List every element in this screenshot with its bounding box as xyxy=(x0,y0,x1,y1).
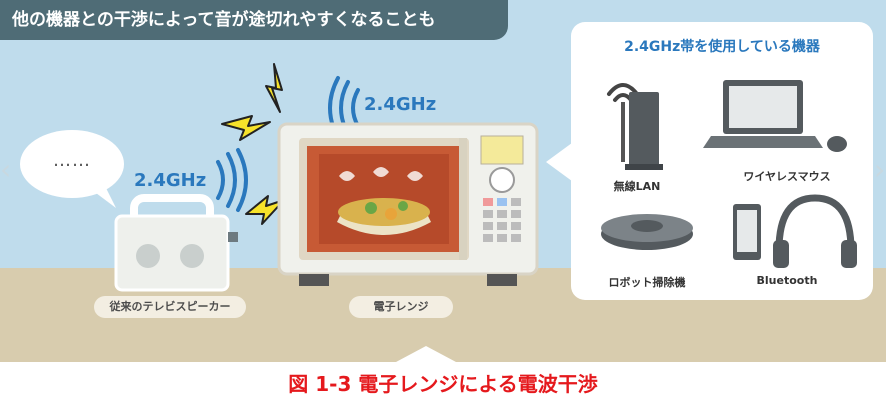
device-label-robot-vacuum: ロボット掃除機 xyxy=(608,276,686,289)
speaker-wave-icon xyxy=(216,148,248,212)
tv-speaker-illustration xyxy=(114,194,238,292)
device-label-bluetooth: Bluetooth xyxy=(756,274,818,287)
microwave-illustration xyxy=(277,122,539,286)
wifi-router-icon xyxy=(607,83,663,170)
illustration-scene: 他の機器との干渉によって音が途切れやすくなることも ‹ …… 2.4GHz 従来… xyxy=(0,0,886,362)
figure-caption: 図 1-3 電子レンジによる電波干渉 xyxy=(288,372,598,396)
device-label-wireless-mouse: ワイヤレスマウス xyxy=(743,170,831,183)
microwave-label: 電子レンジ xyxy=(349,296,453,318)
devices-panel: 2.4GHz帯を使用している機器 無線LAN ワイヤレスマウス xyxy=(571,22,873,300)
headline-banner: 他の機器との干渉によって音が途切れやすくなることも xyxy=(0,0,508,40)
speaker-frequency-label: 2.4GHz xyxy=(134,170,207,191)
headphones-phone-icon xyxy=(733,194,857,268)
speech-bubble-text: …… xyxy=(53,150,91,171)
device-label-wifi: 無線LAN xyxy=(613,180,661,193)
microwave-frequency-label: 2.4GHz xyxy=(364,94,437,115)
chevron-left-icon: ‹ xyxy=(0,153,12,186)
panel-pointer xyxy=(546,140,576,184)
robot-vacuum-icon xyxy=(601,214,693,250)
chevron-right-icon: › xyxy=(874,153,886,186)
scene-bottom-notch xyxy=(396,346,456,362)
speech-bubble xyxy=(20,130,124,208)
devices-panel-title: 2.4GHz帯を使用している機器 xyxy=(624,39,820,55)
speaker-label: 従来のテレビスピーカー xyxy=(94,296,246,318)
laptop-mouse-icon xyxy=(703,80,847,152)
